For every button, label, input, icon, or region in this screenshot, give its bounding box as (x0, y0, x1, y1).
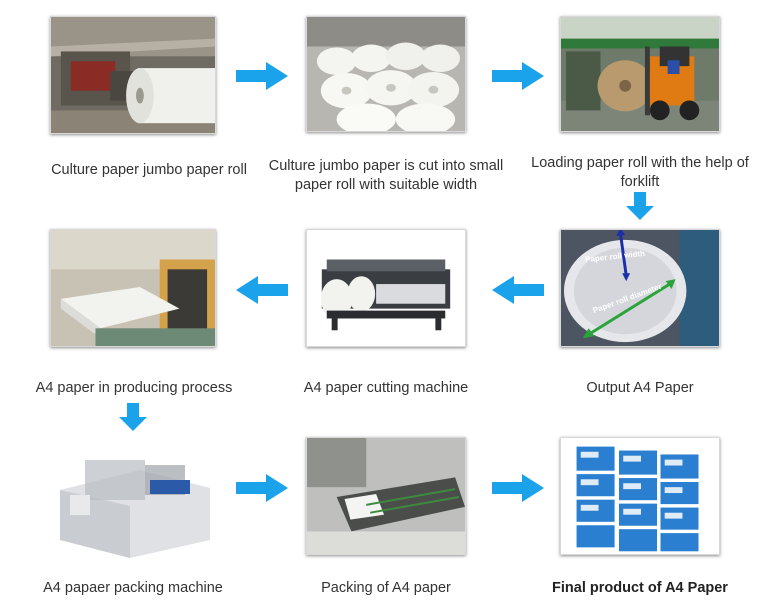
right-arrow-icon (492, 62, 544, 90)
right-arrow-icon (492, 474, 544, 502)
left-arrow-icon (492, 276, 544, 304)
down-arrow-icon (119, 403, 147, 431)
step-4-caption: Output A4 Paper (586, 380, 694, 396)
forklift-photo (560, 16, 720, 132)
output-a4-paper-photo: Paper roll width Paper roll diameter (560, 229, 720, 347)
step-9-caption: Final product of A4 Paper (552, 580, 728, 596)
step-3-caption: Loading paper roll with the help of fork… (531, 155, 749, 190)
step-6-caption: A4 paper in producing process (35, 380, 233, 396)
cutting-machine-photo (306, 229, 466, 347)
final-product-photo (560, 437, 720, 555)
packing-machine-photo (50, 440, 216, 558)
left-arrow-icon (236, 276, 288, 304)
down-arrow-icon (626, 192, 654, 220)
right-arrow-icon (236, 474, 288, 502)
jumbo-roll-photo (50, 16, 216, 134)
packing-a4-photo (306, 437, 466, 555)
step-2-caption: Culture jumbo paper is cut into small pa… (268, 158, 504, 193)
a4-producing-photo (50, 229, 216, 347)
small-rolls-photo (306, 16, 466, 132)
right-arrow-icon (236, 62, 288, 90)
step-8-caption: Packing of A4 paper (321, 580, 451, 596)
step-7-caption: A4 papaer packing machine (43, 580, 223, 596)
step-5-caption: A4 paper cutting machine (303, 380, 469, 396)
step-1-caption: Culture paper jumbo paper roll (51, 162, 247, 178)
